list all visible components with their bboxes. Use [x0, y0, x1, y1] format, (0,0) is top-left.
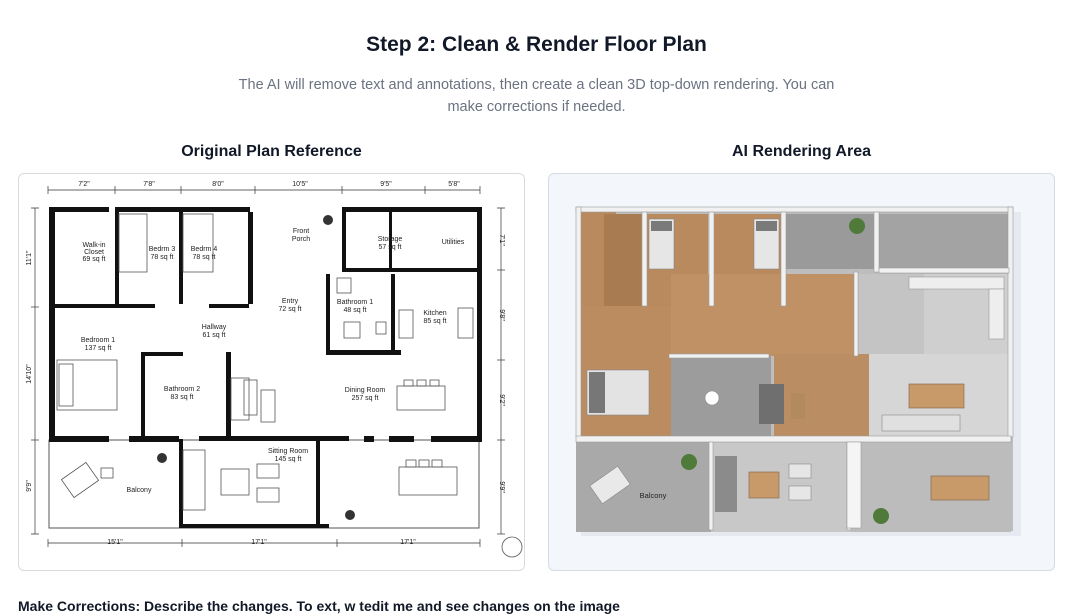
dim-right-4: 9'9": [498, 481, 505, 493]
floor-plan-drawing: 7'2" 7'8" 8'0" 10'5" 9'5" 5'8" 15'1" 17'…: [26, 181, 523, 558]
original-plan-title: Original Plan Reference: [181, 143, 362, 160]
original-plan-panel: 7'2" 7'8" 8'0" 10'5" 9'5" 5'8" 15'1" 17'…: [18, 173, 525, 571]
room-bathroom1-name: Bathroom 1: [337, 299, 373, 306]
room-bedrm4-name: Bedrm 4: [191, 246, 218, 253]
room-front-porch-name2: Porch: [292, 236, 310, 243]
rendered-floor-plan: Balcony: [575, 206, 1021, 536]
room-entry-name: Entry: [282, 298, 299, 305]
room-sitting-area: 145 sq ft: [275, 456, 302, 463]
dim-bottom-3: 17'1": [400, 539, 416, 546]
dimension-lines: [31, 186, 505, 547]
dim-right-3: 9'2": [498, 394, 505, 406]
room-sitting-name: Sitting Room: [268, 448, 308, 455]
room-utilities-name: Utilities: [442, 239, 465, 246]
dim-left-2: 14'10": [26, 364, 33, 384]
dim-top-2: 7'8": [143, 181, 155, 188]
dim-top-4: 10'5": [292, 181, 308, 188]
room-front-porch-name: Front: [293, 228, 309, 235]
dim-left-3: 9'9": [26, 480, 33, 492]
page-title: Step 2: Clean & Render Floor Plan: [366, 33, 707, 56]
render-plant-icons: [681, 218, 889, 524]
walls: [49, 207, 482, 528]
ai-rendering-panel: Balcony: [548, 173, 1055, 571]
room-walk-in-name: Walk-in: [82, 242, 105, 249]
room-bedrm3-area: 78 sq ft: [151, 254, 174, 261]
room-entry-area: 72 sq ft: [279, 306, 302, 313]
dim-right-2: 9'8": [498, 309, 505, 321]
render-balcony-label: Balcony: [640, 491, 667, 500]
ai-rendering-title: AI Rendering Area: [732, 143, 871, 160]
room-bedroom1-name: Bedroom 1: [81, 337, 115, 344]
render-walls: [575, 206, 1014, 531]
dim-top-6: 5'8": [448, 181, 460, 188]
corrections-heading: Make Corrections: Describe the changes. …: [18, 598, 620, 614]
room-dining-name: Dining Room: [345, 387, 386, 394]
dim-bottom-1: 15'1": [107, 539, 123, 546]
dim-top-5: 9'5": [380, 181, 392, 188]
room-balcony-name: Balcony: [127, 487, 152, 494]
room-bedroom1-area: 137 sq ft: [85, 345, 112, 352]
room-dining-area: 257 sq ft: [352, 395, 379, 402]
page-subtitle: The AI will remove text and annotations,…: [238, 77, 835, 115]
balcony-outline: [48, 439, 480, 529]
room-hallway-name: Hallway: [202, 324, 227, 331]
dim-left-1: 11'1": [26, 250, 33, 265]
room-kitchen-area: 85 sq ft: [424, 318, 447, 325]
dim-top-3: 8'0": [212, 181, 224, 188]
render-furniture: [586, 218, 1005, 529]
room-bathroom2-name: Bathroom 2: [164, 386, 200, 393]
room-bathroom2-area: 83 sq ft: [171, 394, 194, 401]
plant-icons: [157, 215, 355, 520]
room-walk-in-area: 69 sq ft: [83, 256, 106, 263]
dim-top-1: 7'2": [78, 181, 90, 188]
wood-floor-areas: [576, 207, 869, 437]
furniture-lines: [56, 213, 523, 558]
room-bedrm4-area: 78 sq ft: [193, 254, 216, 261]
room-storage-name: Storage: [378, 236, 403, 243]
room-hallway-area: 61 sq ft: [203, 332, 226, 339]
dim-right-1: 7'1": [498, 234, 505, 246]
room-bedrm3-name: Bedrm 3: [149, 246, 176, 253]
dim-bottom-2: 17'1": [251, 539, 267, 546]
room-kitchen-name: Kitchen: [423, 310, 446, 317]
room-walk-in-name2: Closet: [84, 249, 104, 256]
room-bathroom1-area: 48 sq ft: [344, 307, 367, 314]
room-storage-area: 57 sq ft: [379, 244, 402, 251]
